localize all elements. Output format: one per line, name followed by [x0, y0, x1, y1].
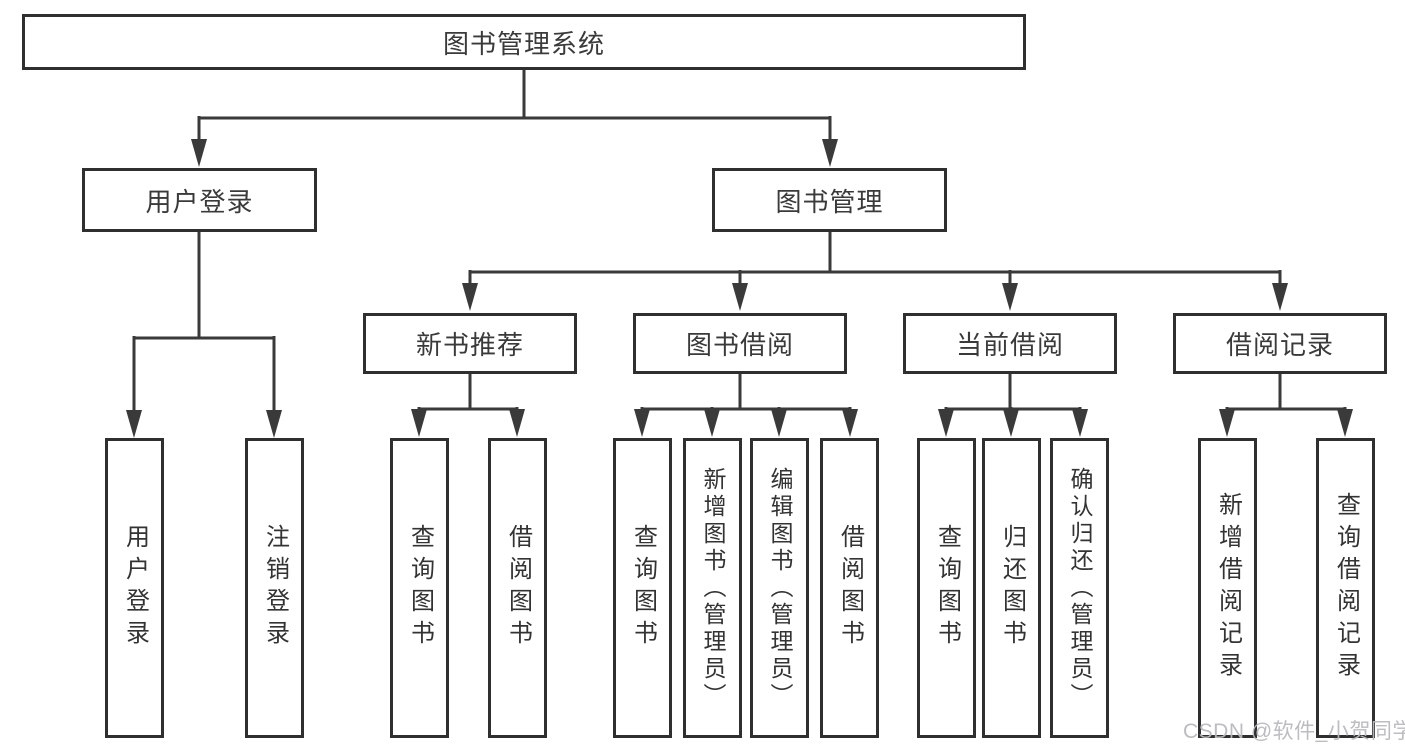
leaf-borrowing-add-book-admin-label: 新增图书（管理员）: [700, 466, 726, 710]
leaf-newrec-borrow-book: 借阅图书: [488, 438, 547, 738]
leaf-records-query-record-label: 查询借阅记录: [1332, 492, 1360, 684]
leaf-records-query-record: 查询借阅记录: [1316, 438, 1375, 738]
csdn-watermark: CSDN @软件_小贺同学: [1183, 720, 1405, 743]
leaf-newrec-query-book: 查询图书: [390, 438, 449, 738]
leaf-current-query-book-label: 查询图书: [933, 524, 961, 652]
leaf-borrowing-query-book: 查询图书: [613, 438, 672, 738]
leaf-current-query-book: 查询图书: [917, 438, 976, 738]
leaf-current-confirm-return-admin: 确认归还（管理员）: [1050, 438, 1109, 738]
leaf-logout: 注销登录: [245, 438, 304, 738]
leaf-borrowing-borrow-book-label: 借阅图书: [836, 524, 864, 652]
node-book-borrowing-label: 图书借阅: [685, 330, 794, 360]
node-new-book-recommend-label: 新书推荐: [415, 330, 524, 360]
leaf-borrowing-edit-book-admin: 编辑图书（管理员）: [750, 438, 809, 738]
leaf-borrowing-edit-book-admin-label: 编辑图书（管理员）: [767, 466, 793, 710]
node-book-borrowing: 图书借阅: [633, 313, 847, 374]
leaf-logout-label: 注销登录: [261, 524, 289, 652]
leaf-current-confirm-return-admin-label: 确认归还（管理员）: [1067, 466, 1093, 710]
node-library-system-label: 图书管理系统: [442, 28, 605, 59]
leaf-user-login-label: 用户登录: [121, 524, 149, 652]
arrowheads: [126, 139, 1353, 438]
leaf-newrec-borrow-book-label: 借阅图书: [504, 524, 532, 652]
leaf-newrec-query-book-label: 查询图书: [406, 524, 434, 652]
leaf-current-return-book-label: 归还图书: [998, 524, 1026, 652]
node-library-system: 图书管理系统: [22, 14, 1026, 70]
node-current-borrowing: 当前借阅: [903, 313, 1117, 374]
node-borrowing-records-label: 借阅记录: [1225, 330, 1334, 360]
leaf-borrowing-borrow-book: 借阅图书: [820, 438, 879, 738]
leaf-records-add-record: 新增借阅记录: [1198, 438, 1257, 738]
node-new-book-recommend: 新书推荐: [363, 313, 577, 374]
connector-paths: [132, 70, 1347, 418]
node-borrowing-records: 借阅记录: [1173, 313, 1387, 374]
leaf-records-add-record-label: 新增借阅记录: [1214, 492, 1242, 684]
leaf-borrowing-query-book-label: 查询图书: [629, 524, 657, 652]
node-user-login-label: 用户登录: [145, 186, 254, 217]
node-book-management: 图书管理: [712, 168, 947, 232]
node-current-borrowing-label: 当前借阅: [955, 330, 1064, 360]
leaf-user-login: 用户登录: [105, 438, 164, 738]
node-book-management-label: 图书管理: [775, 186, 884, 217]
leaf-current-return-book: 归还图书: [982, 438, 1041, 738]
leaf-borrowing-add-book-admin: 新增图书（管理员）: [683, 438, 742, 738]
node-user-login: 用户登录: [82, 168, 317, 232]
